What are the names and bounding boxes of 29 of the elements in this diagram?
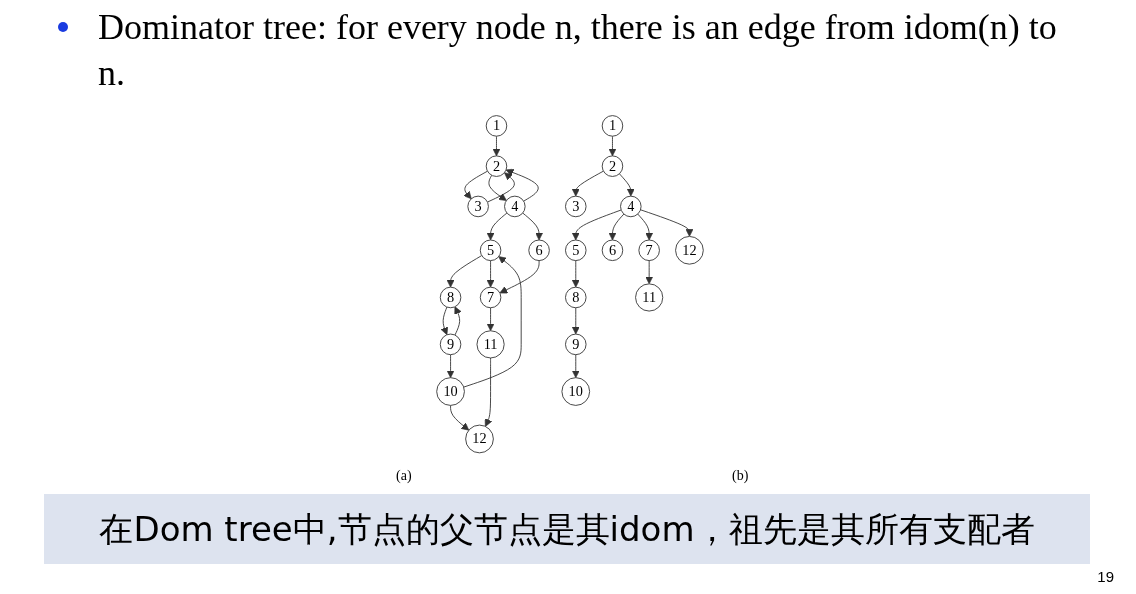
node-circle: 2 (485, 155, 508, 177)
node-circle: 9 (565, 333, 587, 356)
node-circle: 10 (436, 377, 465, 406)
node-circle: 6 (528, 239, 550, 262)
node-circle: 3 (467, 195, 489, 218)
node-circle: 8 (565, 286, 587, 309)
node-circle: 6 (601, 239, 624, 262)
subfigure-label: (b) (732, 468, 749, 484)
node-circle: 7 (479, 286, 502, 309)
caption-banner: 在Dom tree中,节点的父节点是其idom，祖先是其所有支配者 (44, 494, 1090, 564)
node-circle: 5 (565, 239, 587, 262)
node-circle: 11 (476, 330, 505, 359)
node-circle: 1 (601, 115, 624, 137)
node-circle: 3 (565, 195, 587, 218)
node-circle: 11 (635, 283, 664, 312)
bullet-heading: Dominator tree: for every node n, there is an edge from idom(n) to n. (98, 6, 1058, 95)
node-circle: 4 (620, 195, 642, 218)
node-circle: 10 (561, 377, 591, 406)
node-circle: 7 (638, 239, 660, 262)
node-circle: 4 (504, 195, 526, 218)
node-circle: 2 (601, 155, 624, 177)
node-circle: 1 (485, 115, 508, 137)
node-circle: 9 (439, 333, 462, 356)
node-circle: 12 (675, 236, 704, 265)
node-circle: 12 (465, 424, 494, 454)
page-number: 19 (1097, 568, 1114, 585)
subfigure-label: (a) (396, 468, 412, 484)
node-circle: 8 (439, 286, 462, 309)
node-circle: 5 (479, 239, 502, 262)
